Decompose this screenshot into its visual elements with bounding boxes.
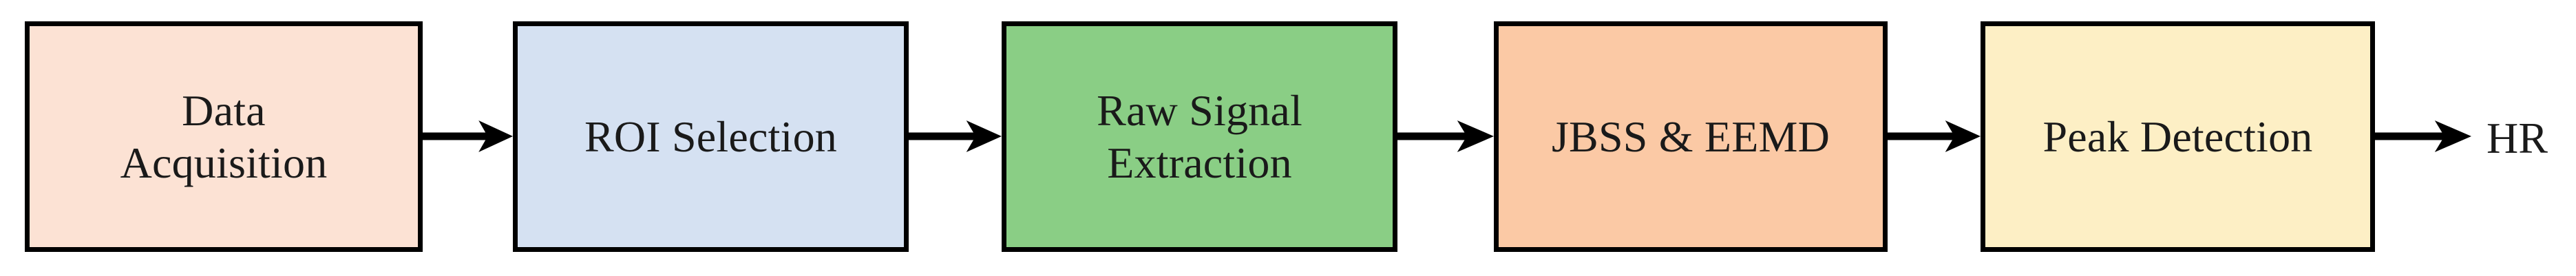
output-label-hr: HR: [2487, 114, 2548, 162]
node-label: ROI Selection: [584, 112, 837, 161]
process-node-jbss-eemd[interactable]: JBSS & EEMD: [1494, 21, 1888, 252]
process-node-roi-selection[interactable]: ROI Selection: [513, 21, 909, 252]
process-node-peak-detection[interactable]: Peak Detection: [1981, 21, 2375, 252]
arrow-icon-data-acquisition-to-roi-selection: [423, 116, 513, 157]
node-label: Peak Detection: [2042, 112, 2313, 161]
arrow-icon-roi-selection-to-raw-signal-extraction: [909, 116, 1002, 157]
process-node-data-acquisition[interactable]: Data Acquisition: [25, 21, 423, 252]
arrow-icon-raw-signal-extraction-to-jbss-eemd: [1397, 116, 1494, 157]
node-label: Data Acquisition: [120, 85, 328, 187]
process-node-raw-signal-extraction[interactable]: Raw Signal Extraction: [1002, 21, 1397, 252]
node-label: Raw Signal Extraction: [1097, 85, 1302, 187]
arrow-icon-jbss-eemd-to-peak-detection: [1888, 116, 1981, 157]
node-label: JBSS & EEMD: [1551, 112, 1830, 161]
arrow-icon-peak-detection-to-hr-output: [2375, 116, 2471, 157]
terminal-label-text: HR: [2487, 114, 2548, 162]
